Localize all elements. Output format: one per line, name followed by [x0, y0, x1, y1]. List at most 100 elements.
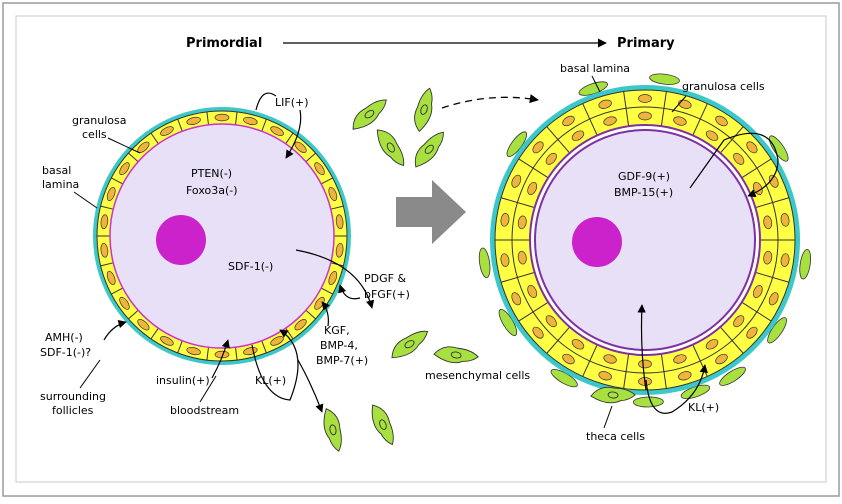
granulosa-cell-nucleus — [678, 99, 692, 109]
granulosa-cell-nucleus — [137, 319, 150, 331]
granulosa-cell-border — [719, 126, 744, 154]
mesenchymal-cell-body — [433, 346, 479, 364]
mesenchymal-cell-body — [371, 404, 394, 446]
oocyte-right — [534, 129, 756, 351]
granulosa-cell-nucleus — [562, 115, 575, 127]
granulosa-cell-border — [305, 152, 316, 163]
oocyte-nucleus-right — [572, 217, 622, 267]
granulosa-cell-nucleus — [511, 292, 522, 306]
granulosa-cell-nucleus — [100, 214, 109, 230]
granulosa-cell-nucleus — [678, 371, 692, 381]
granulosa-cell-nucleus — [715, 353, 728, 365]
granulosa-cell-border — [261, 340, 267, 354]
granulosa-cell-nucleus — [511, 174, 522, 188]
granulosa-cell-nucleus — [294, 141, 307, 153]
granulosa-cell-border — [741, 301, 772, 322]
granulosa-cell-border — [100, 262, 114, 267]
granulosa-cell-nucleus — [763, 250, 773, 265]
granulosa-cell-border — [755, 197, 790, 209]
arrow-sdf1-efflux — [295, 249, 375, 309]
label-lif: LIF(+) — [275, 96, 309, 109]
granulosa-cell-nucleus — [733, 152, 745, 165]
granulosa-cell-border — [206, 111, 209, 125]
mesenchymal-cell-body — [414, 87, 433, 133]
granulosa-cells-left — [97, 111, 347, 361]
label-sdf1: SDF-1(-) — [228, 260, 273, 273]
theca-cell — [649, 73, 680, 85]
granulosa-cell-border — [111, 177, 124, 185]
granulosa-cell-nucleus — [186, 116, 201, 125]
mesenchymal-cell-nucleus — [420, 104, 428, 115]
mesenchymal-cell — [414, 87, 433, 133]
mesenchymal-cell-nucleus — [364, 109, 375, 119]
granulosa-cell-border — [660, 353, 667, 389]
granulosa-cell-border — [320, 287, 333, 295]
pointer-bloodstream — [199, 375, 217, 403]
granulosa-cell-nucleus — [100, 242, 109, 258]
granulosa-cell-border — [719, 326, 744, 354]
theca-cell — [768, 135, 789, 162]
theca-cell — [719, 366, 746, 386]
granulosa-cell-nucleus — [571, 339, 585, 350]
granulosa-cell-border — [235, 111, 238, 125]
label-surrounding-1: surrounding — [40, 390, 106, 403]
granulosa-cell-nucleus — [186, 347, 201, 356]
granulosa-cell-nucleus — [746, 326, 758, 339]
arrow-pdgf — [338, 284, 361, 300]
granulosa-cell-border — [177, 340, 183, 354]
mesenchymal-cell-body — [352, 99, 387, 130]
label-theca-cells: theca cells — [586, 430, 645, 443]
mesenchymal-cell-nucleus — [607, 391, 619, 399]
mesenchymal-cell-nucleus — [450, 351, 462, 359]
granulosa-cell-nucleus — [673, 354, 687, 364]
mesenchymal-cell-nucleus — [404, 340, 415, 349]
mesenchymal-cell — [414, 131, 444, 168]
mesenchymal-cell-nucleus — [379, 419, 387, 430]
granulosa-cell-nucleus — [768, 174, 779, 188]
granulosa-cell-nucleus — [638, 359, 652, 369]
mesenchymal-cell — [376, 129, 405, 167]
mesenchymal-cell-nucleus — [424, 144, 434, 154]
pointer-surrounding — [79, 359, 101, 389]
granulosa-cell-border — [546, 126, 571, 154]
title-primordial: Primordial — [186, 36, 262, 51]
granulosa-cell-nucleus — [562, 353, 575, 365]
arrow-gdf9 — [689, 132, 779, 198]
label-bmp15: BMP-15(+) — [614, 186, 673, 199]
theca-cell — [478, 247, 491, 279]
granulosa-cell-nucleus — [214, 113, 230, 122]
granulosa-cell-border — [330, 205, 344, 210]
granulosa-cell-border — [128, 309, 139, 320]
granulosa-cell-border — [660, 91, 667, 127]
label-pdgf-2: bFGF(+) — [364, 288, 410, 301]
granulosa-cell-nucleus — [746, 141, 758, 154]
granulosa-cell-border — [500, 197, 535, 209]
granulosa-cell-nucleus — [119, 162, 130, 176]
label-kgf-2: BMP-4, — [320, 339, 358, 352]
label-pten: PTEN(-) — [191, 167, 232, 180]
granulosa-cell-border — [741, 158, 772, 179]
granulosa-cell-nucleus — [532, 326, 544, 339]
granulosa-cell-border — [261, 118, 267, 132]
mesenchymal-cell-body — [590, 386, 636, 404]
granulosa-cell-nucleus — [752, 285, 763, 299]
mesenchymal-cell-body — [414, 131, 444, 168]
pointer-granulosa-left — [107, 137, 141, 154]
mesenchymal-cell-nucleus — [386, 142, 395, 153]
granulosa-cell-nucleus — [270, 126, 284, 136]
migration-arrow — [441, 94, 539, 109]
granulosa-cell-nucleus — [328, 186, 338, 201]
granulosa-cell-nucleus — [603, 116, 617, 126]
label-basal-lamina-left-1: basal — [42, 164, 71, 177]
label-pdgf-1: PDGF & — [364, 272, 406, 285]
theca-cells — [478, 73, 812, 408]
arrow-kl-to-mesenchyme — [297, 359, 324, 413]
granulosa-cell-nucleus — [780, 253, 790, 267]
granulosa-cell-border — [500, 271, 535, 283]
mesenchymal-cell — [590, 386, 636, 404]
granulosa-cell-border — [518, 301, 549, 322]
granulosa-cell-border — [100, 205, 114, 210]
granulosa-cell-nucleus — [571, 130, 585, 141]
primary-follicle — [478, 73, 812, 408]
granulosa-cell-nucleus — [314, 162, 325, 176]
